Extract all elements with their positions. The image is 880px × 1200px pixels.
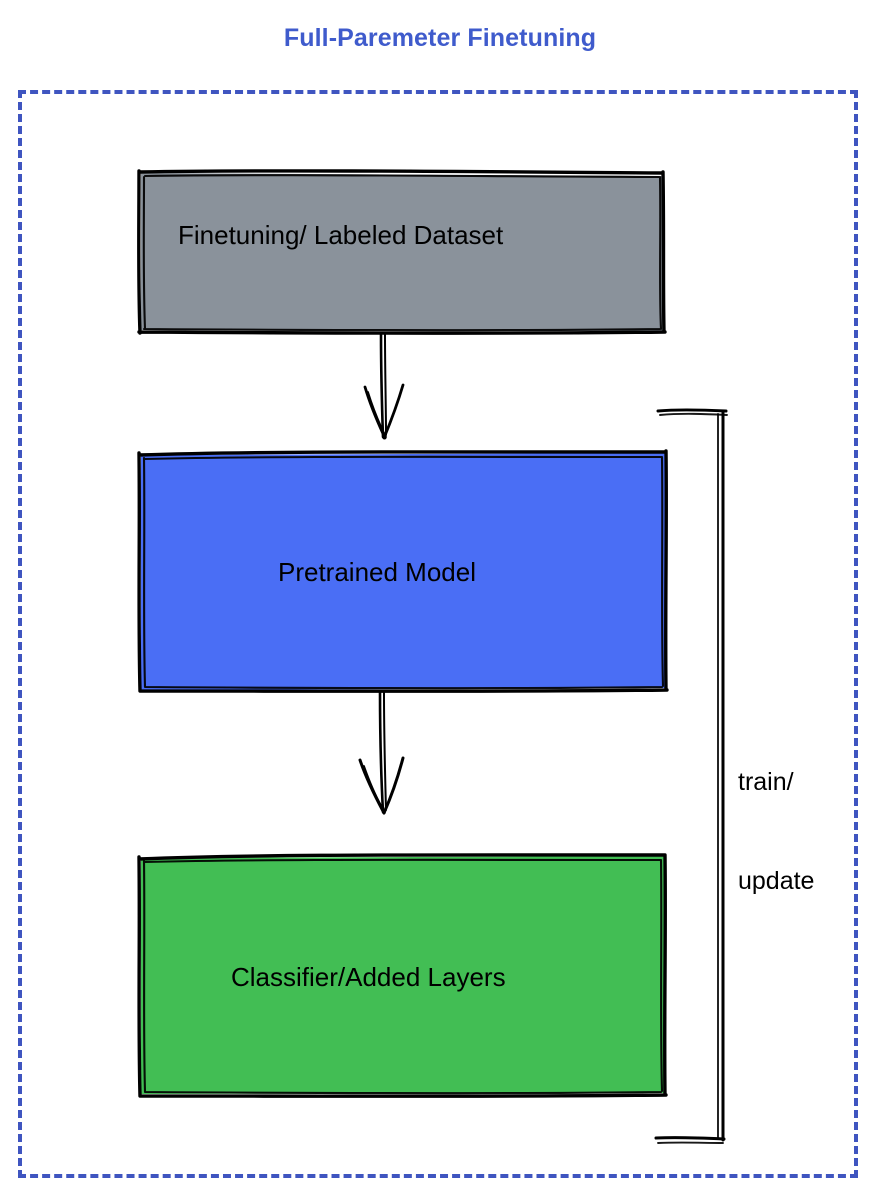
node-dataset-label: Finetuning/ Labeled Dataset bbox=[178, 220, 504, 250]
edge-feedback-loop-label: train/ update bbox=[738, 700, 814, 964]
node-model-fill bbox=[141, 453, 665, 690]
edge-feedback-loop bbox=[654, 408, 728, 1144]
node-model-outline-a bbox=[137, 449, 669, 693]
node-dataset-outline-b bbox=[142, 174, 663, 332]
edge-feedback-loop-label-line2: update bbox=[738, 867, 815, 895]
node-classifier-fill bbox=[141, 856, 664, 1094]
node-dataset[interactable] bbox=[137, 169, 667, 335]
page-title: Full-Paremeter Finetuning bbox=[283, 24, 597, 52]
edge-feedback-loop-label-line1: train/ bbox=[738, 768, 794, 796]
edge-dataset-to-model bbox=[363, 332, 405, 440]
node-dataset-fill bbox=[141, 173, 663, 331]
node-classifier-outline-a bbox=[137, 853, 668, 1098]
node-dataset-outline-a bbox=[137, 169, 667, 335]
node-classifier[interactable] bbox=[137, 853, 668, 1098]
node-model-label: Pretrained Model bbox=[278, 557, 476, 587]
node-classifier-outline-b bbox=[142, 858, 664, 1095]
node-model-outline-b bbox=[142, 455, 665, 690]
node-model[interactable] bbox=[137, 449, 669, 693]
node-classifier-label: Classifier/Added Layers bbox=[231, 962, 506, 992]
edge-model-to-classifier bbox=[358, 690, 405, 815]
